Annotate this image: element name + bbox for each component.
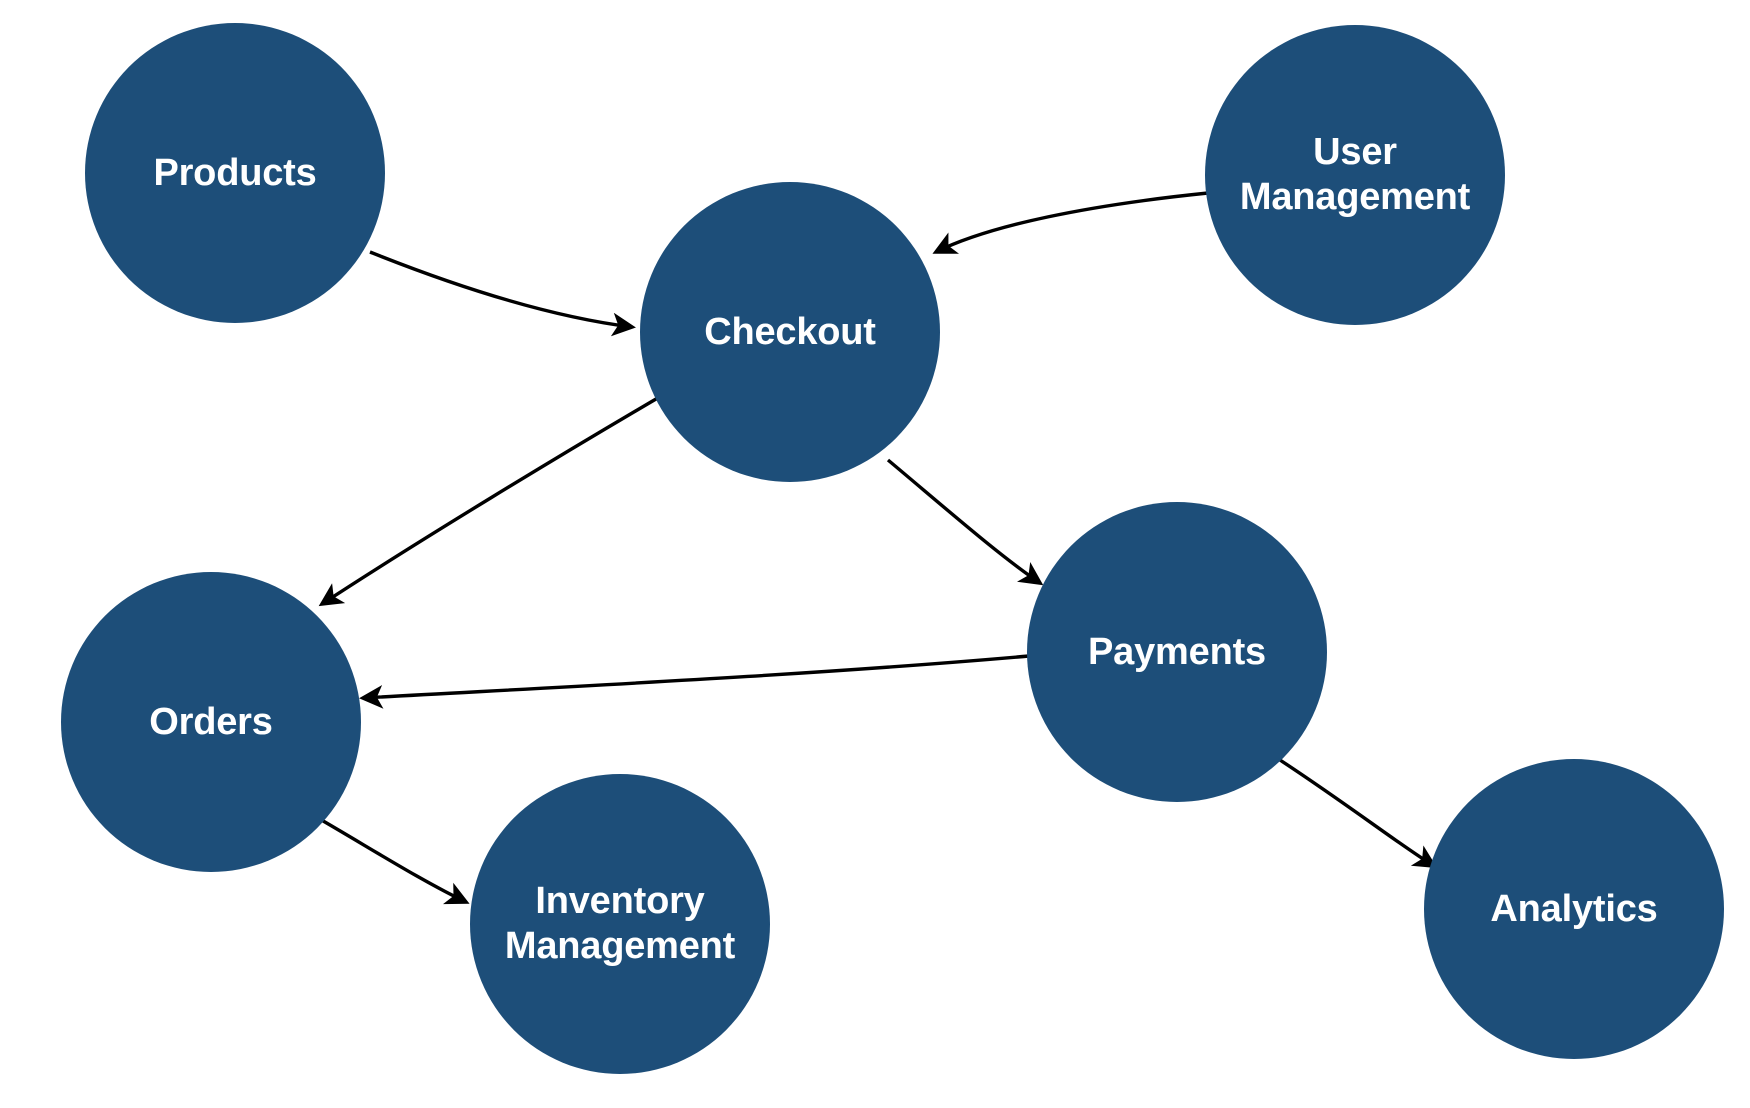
node-inventory-management[interactable]: Inventory Management: [470, 774, 770, 1074]
edge-checkout-to-payments: [886, 458, 1044, 586]
node-label-orders: Orders: [149, 700, 273, 743]
node-products[interactable]: Products: [85, 23, 385, 323]
node-analytics[interactable]: Analytics: [1424, 759, 1724, 1059]
edge-user-management-to-checkout: [932, 191, 1209, 254]
edge-payments-to-orders: [359, 654, 1030, 709]
node-label-checkout: Checkout: [704, 310, 876, 353]
edges-group: [317, 191, 1438, 905]
edge-payments-to-analytics: [1279, 758, 1438, 869]
node-label-inventory-management: Inventory Management: [504, 880, 736, 967]
node-label-products: Products: [153, 151, 317, 194]
edge-products-to-checkout: [369, 250, 636, 337]
edge-checkout-to-orders: [318, 390, 669, 607]
node-payments[interactable]: Payments: [1027, 502, 1327, 802]
node-user-management[interactable]: User Management: [1205, 25, 1505, 325]
node-orders[interactable]: Orders: [61, 572, 361, 872]
node-label-payments: Payments: [1088, 630, 1266, 673]
edge-orders-to-inventory-management: [317, 816, 470, 905]
node-checkout[interactable]: Checkout: [640, 182, 940, 482]
node-label-user-management: User Management: [1239, 131, 1471, 218]
node-label-analytics: Analytics: [1490, 887, 1658, 930]
